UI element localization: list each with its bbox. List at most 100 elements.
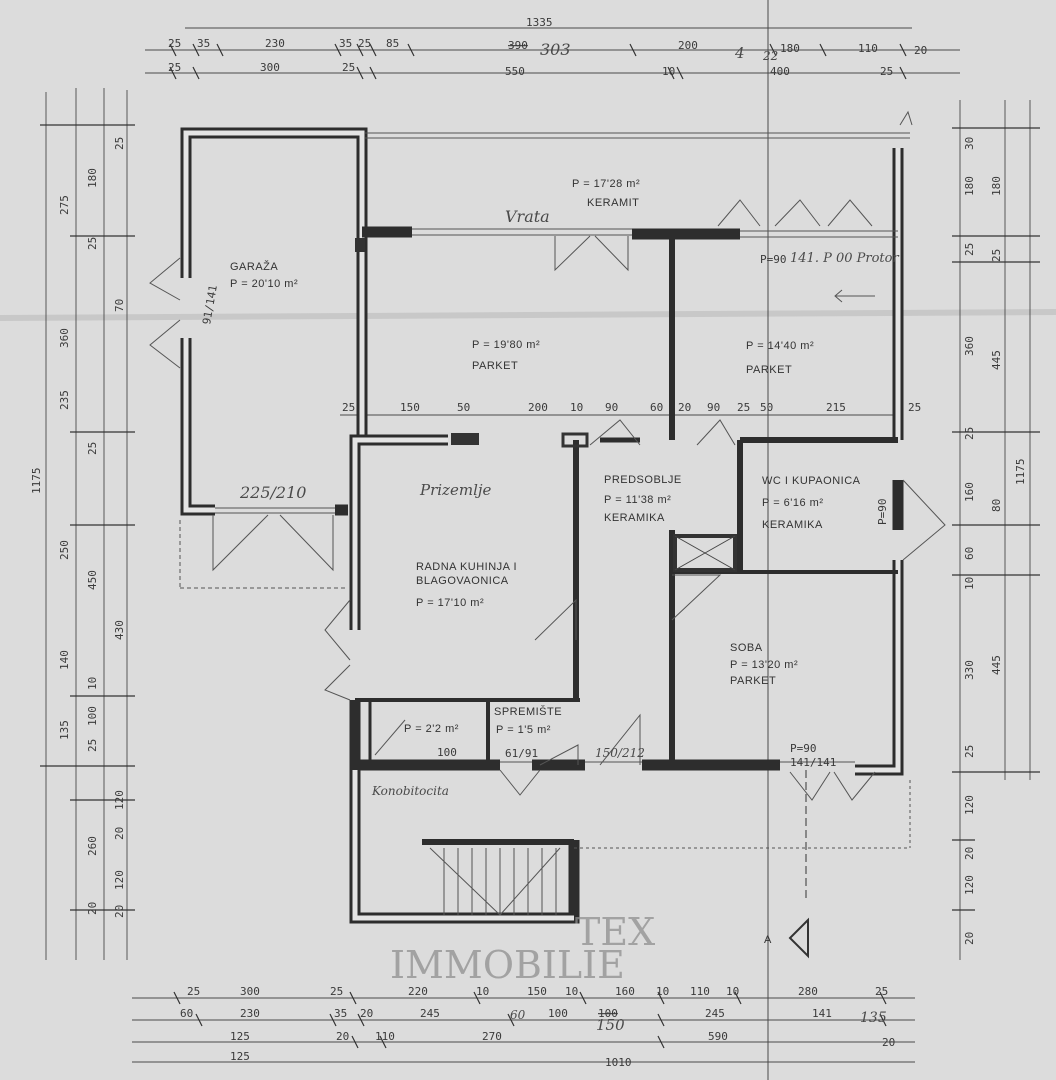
svg-text:20: 20 [914, 44, 927, 57]
svg-text:25: 25 [963, 427, 976, 440]
svg-text:25: 25 [875, 985, 888, 998]
room-area-terrace: P = 17'28 m² [572, 178, 640, 190]
svg-text:20: 20 [963, 932, 976, 945]
section-arrow-icon [788, 917, 809, 959]
svg-text:85: 85 [386, 37, 399, 50]
svg-text:70: 70 [113, 299, 126, 312]
svg-text:110: 110 [375, 1030, 395, 1043]
svg-text:590: 590 [708, 1030, 728, 1043]
svg-text:245: 245 [420, 1007, 440, 1020]
note-protor: 141. P 00 Protor [790, 251, 899, 266]
room-floor-soba: PARKET [730, 675, 776, 687]
svg-text:25: 25 [342, 401, 355, 414]
svg-text:20: 20 [678, 401, 691, 414]
svg-text:20: 20 [113, 905, 126, 918]
svg-text:120: 120 [113, 870, 126, 890]
top-dimension-labels: 1335 25 35 230 35 25 85 390 303 200 4 22… [168, 16, 927, 78]
svg-text:25: 25 [880, 65, 893, 78]
svg-text:160: 160 [963, 482, 976, 502]
watermark-line1: TEX [575, 910, 655, 954]
note-vrata: Vrata [505, 207, 550, 226]
svg-text:25: 25 [86, 442, 99, 455]
interior-dimension-row: 25 150 50 200 10 90 60 20 90 25 50 215 2… [340, 401, 921, 416]
bottom-dimension-lines [132, 991, 915, 1063]
svg-text:215: 215 [826, 401, 846, 414]
svg-text:35: 35 [197, 37, 210, 50]
svg-text:230: 230 [240, 1007, 260, 1020]
svg-text:140: 140 [58, 650, 71, 670]
svg-text:275: 275 [58, 195, 71, 215]
svg-text:90: 90 [605, 401, 618, 414]
svg-text:245: 245 [705, 1007, 725, 1020]
svg-text:150: 150 [527, 985, 547, 998]
svg-text:25: 25 [963, 243, 976, 256]
room-name-soba: SOBA [730, 642, 763, 654]
svg-text:20: 20 [882, 1036, 895, 1049]
svg-text:303: 303 [540, 40, 571, 59]
windows [215, 132, 910, 763]
svg-text:300: 300 [240, 985, 260, 998]
room-floor-living: PARKET [472, 360, 518, 372]
svg-text:25: 25 [86, 739, 99, 752]
svg-text:445: 445 [990, 350, 1003, 370]
svg-text:25: 25 [342, 61, 355, 74]
svg-text:250: 250 [58, 540, 71, 560]
svg-text:400: 400 [770, 65, 790, 78]
note-door-61-91: 61/91 [505, 747, 538, 760]
svg-text:35: 35 [334, 1007, 347, 1020]
room-floor-bedroom1: PARKET [746, 364, 792, 376]
svg-text:50: 50 [457, 401, 470, 414]
svg-text:450: 450 [86, 570, 99, 590]
room-area-kitchen: P = 17'10 m² [416, 597, 484, 609]
svg-text:390: 390 [508, 39, 528, 52]
svg-text:100: 100 [86, 706, 99, 726]
svg-text:25: 25 [358, 37, 371, 50]
room-name-kitchen: RADNA KUHINJA I [416, 561, 517, 573]
room-area-spremiste: P = 1'5 m² [496, 724, 551, 736]
dim-top-total: 1335 [526, 16, 553, 29]
svg-text:35: 35 [339, 37, 352, 50]
svg-text:10: 10 [86, 677, 99, 690]
svg-text:10: 10 [570, 401, 583, 414]
right-dimension-labels: 30 180 25 360 25 160 60 10 330 25 120 20… [963, 137, 1027, 945]
room-name-garaza: GARAŽA [230, 260, 278, 273]
svg-text:1175: 1175 [30, 468, 43, 495]
room-floor-terrace: KERAMIT [587, 197, 639, 209]
svg-text:60: 60 [650, 401, 663, 414]
room-area-pantry: P = 2'2 m² [404, 723, 459, 735]
room-name-kitchen-2: BLAGOVAONICA [416, 575, 509, 587]
svg-text:270: 270 [482, 1030, 502, 1043]
svg-text:1010: 1010 [605, 1056, 632, 1069]
left-dimension-labels: 25 180 25 70 25 250 140 10 100 25 120 20… [30, 137, 126, 918]
svg-text:280: 280 [798, 985, 818, 998]
svg-text:25: 25 [187, 985, 200, 998]
note-prizemlje: Prizemlje [419, 481, 492, 499]
svg-text:30: 30 [963, 137, 976, 150]
svg-text:25: 25 [86, 237, 99, 250]
svg-text:60: 60 [963, 547, 976, 560]
room-name-wc: WC I KUPAONICA [762, 475, 861, 487]
stairs [429, 847, 561, 916]
room-area-wc: P = 6'16 m² [762, 497, 824, 509]
room-name-spremiste: SPREMIŠTE [494, 705, 562, 718]
note-dim-100: 100 [437, 746, 457, 759]
svg-text:141: 141 [812, 1007, 832, 1020]
bottom-dimension-labels: 25 300 25 220 10 150 10 160 10 110 10 28… [180, 985, 895, 1069]
svg-text:4: 4 [734, 44, 745, 62]
note-door-150-212: 150/212 [595, 746, 645, 760]
svg-text:360: 360 [963, 336, 976, 356]
svg-text:125: 125 [230, 1030, 250, 1043]
svg-text:200: 200 [528, 401, 548, 414]
svg-text:1175: 1175 [1014, 459, 1027, 486]
svg-text:150: 150 [400, 401, 420, 414]
right-dimension-lines [952, 100, 1040, 960]
room-area-living: P = 19'80 m² [472, 339, 540, 351]
svg-text:100: 100 [548, 1007, 568, 1020]
note-door-141-141: 141/141 [790, 756, 836, 769]
svg-text:25: 25 [113, 137, 126, 150]
svg-text:20: 20 [113, 827, 126, 840]
svg-text:180: 180 [86, 168, 99, 188]
svg-text:10: 10 [963, 577, 976, 590]
svg-text:10: 10 [476, 985, 489, 998]
svg-text:10: 10 [565, 985, 578, 998]
